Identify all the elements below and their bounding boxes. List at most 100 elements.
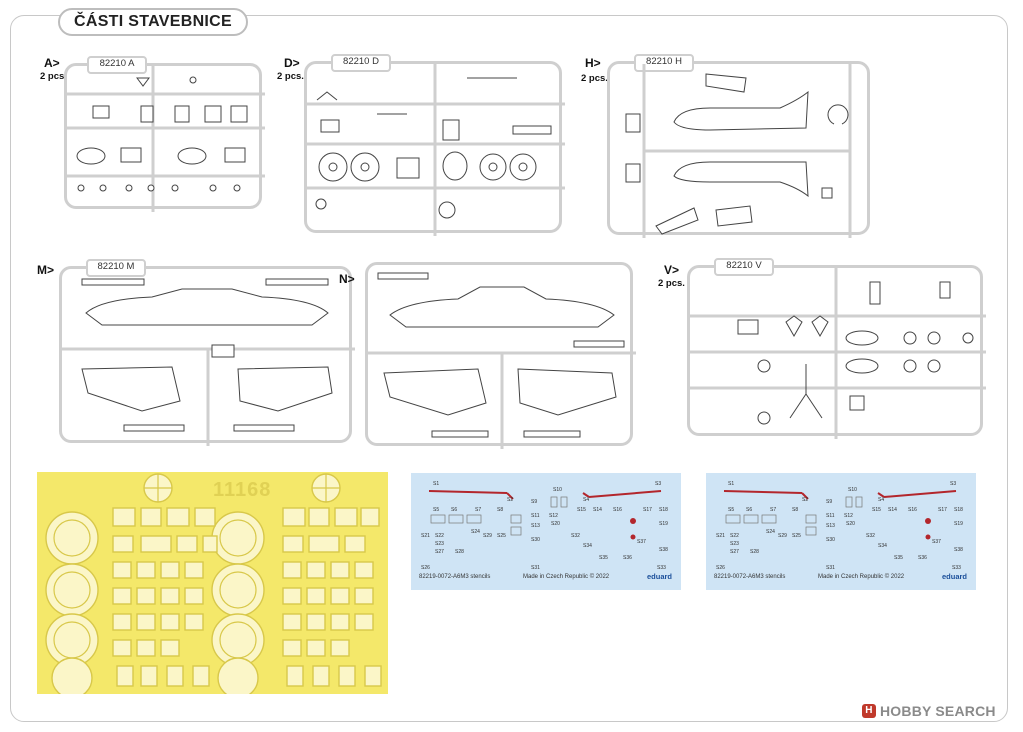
decal-sheet-1-marks (428, 490, 662, 540)
decal-label: S34 (878, 543, 887, 549)
decal-sheet-2: S1 S3 S2 S10 S4 S5 S6 S7 S8 S9 S11 S12 S… (706, 473, 976, 590)
decal-label: S37 (932, 539, 941, 545)
sprue-h-code: 82210 H (634, 54, 694, 72)
decal-label: S24 (471, 529, 480, 535)
sprue-h-count: 2 pcs. (581, 73, 608, 84)
sprue-n (365, 262, 636, 449)
decal-label: S35 (894, 555, 903, 561)
decal-label: S15 (577, 507, 586, 513)
decal-label: S31 (826, 565, 835, 571)
decal-label: S19 (954, 521, 963, 527)
decal-label: S33 (657, 565, 666, 571)
sprue-m-parts (62, 278, 355, 446)
mask-sheet-shapes (45, 473, 382, 694)
sprue-d-count: 2 pcs. (277, 71, 304, 82)
page-frame (10, 15, 1008, 722)
decal-label: S30 (531, 537, 540, 543)
sprue-h-letter: H> (585, 56, 601, 70)
sprue-v-code: 82210 V (714, 258, 774, 276)
decal-label: S14 (593, 507, 602, 513)
sprue-d: 82210 D (304, 54, 565, 236)
decal-label: S3 (950, 481, 957, 487)
decal-label: S25 (792, 533, 801, 539)
decal-sheet-2-footer-center: Made in Czech Republic © 2022 (818, 574, 905, 580)
sprue-a-letter: A> (44, 56, 60, 70)
decal-label: S12 (844, 513, 853, 519)
sprue-m-letter: M> (37, 263, 55, 277)
decal-label: S7 (475, 507, 482, 513)
decal-label: S1 (728, 481, 735, 487)
decal-label: S7 (770, 507, 777, 513)
decal-label: S1 (433, 481, 440, 487)
decal-label: S4 (878, 497, 885, 503)
decal-label: S22 (435, 533, 444, 539)
decal-label: S18 (659, 507, 668, 513)
decal-label: S9 (826, 499, 833, 505)
sprue-v-parts (690, 268, 986, 439)
decal-label: S8 (792, 507, 799, 513)
decal-label: S28 (455, 549, 464, 555)
decal-label: S33 (952, 565, 961, 571)
decal-label: S38 (659, 547, 668, 553)
decal-label: S32 (571, 533, 580, 539)
hobby-search-logo-icon: H (862, 704, 876, 718)
decal-label: S29 (483, 533, 492, 539)
decal-label: S21 (421, 533, 430, 539)
sprue-n-letter: N> (339, 272, 355, 286)
decal-label: S12 (549, 513, 558, 519)
decal-label: S36 (918, 555, 927, 561)
decal-sheet-2-footer-left: 82219-0072-A6M3 stencils (714, 574, 786, 580)
decal-label: S2 (507, 497, 514, 503)
hobby-search-watermark: H HOBBY SEARCH (862, 703, 996, 719)
decal-label: S8 (497, 507, 504, 513)
sprue-v-count: 2 pcs. (658, 278, 685, 289)
decal-label: S31 (531, 565, 540, 571)
decal-label: S23 (435, 541, 444, 547)
decal-label: S6 (746, 507, 753, 513)
decal-label: S11 (826, 513, 835, 519)
decal-sheet-1: S1 S3 S2 S10 S4 S5 S6 S7 S8 S9 S11 S12 S… (411, 473, 681, 590)
decal-label: S10 (553, 487, 562, 493)
decal-label: S35 (599, 555, 608, 561)
decal-sheet-1-footer-center: Made in Czech Republic © 2022 (523, 574, 610, 580)
sprue-a: 82210 A (64, 56, 265, 212)
sprue-v: 82210 V (687, 258, 986, 439)
decal-sheet-1-footer-left: 82219-0072-A6M3 stencils (419, 574, 491, 580)
decal-label: S5 (433, 507, 440, 513)
decal-sheet-2-brand: eduard (942, 572, 968, 581)
decal-label: S20 (846, 521, 855, 527)
decal-label: S25 (497, 533, 506, 539)
decal-label: S13 (531, 523, 540, 529)
decal-label: S32 (866, 533, 875, 539)
decal-label: S29 (778, 533, 787, 539)
decal-label: S26 (716, 565, 725, 571)
sprue-a-code: 82210 A (87, 56, 147, 74)
decal-label: S19 (659, 521, 668, 527)
decal-label: S26 (421, 565, 430, 571)
decal-label: S11 (531, 513, 540, 519)
sprue-a-parts (67, 66, 265, 212)
decal-label: S17 (643, 507, 652, 513)
decal-label: S27 (435, 549, 444, 555)
decal-label: S13 (826, 523, 835, 529)
decal-sheet-2-marks (723, 490, 957, 540)
decal-label: S10 (848, 487, 857, 493)
decal-label: S37 (637, 539, 646, 545)
decal-label: S21 (716, 533, 725, 539)
sprue-d-parts (307, 64, 565, 236)
decal-label: S6 (451, 507, 458, 513)
decal-label: S2 (802, 497, 809, 503)
decal-label: S16 (908, 507, 917, 513)
decal-label: S24 (766, 529, 775, 535)
decal-label: S20 (551, 521, 560, 527)
decal-label: S36 (623, 555, 632, 561)
page-title: ČÁSTI STAVEBNICE (58, 8, 248, 36)
mask-sheet-number: 11168 (213, 479, 272, 501)
sprue-d-letter: D> (284, 56, 300, 70)
decal-label: S27 (730, 549, 739, 555)
decal-label: S5 (728, 507, 735, 513)
decal-label: S14 (888, 507, 897, 513)
decal-label: S23 (730, 541, 739, 547)
sprue-m: 82210 M (59, 259, 355, 446)
hobby-search-watermark-text: HOBBY SEARCH (880, 703, 996, 719)
